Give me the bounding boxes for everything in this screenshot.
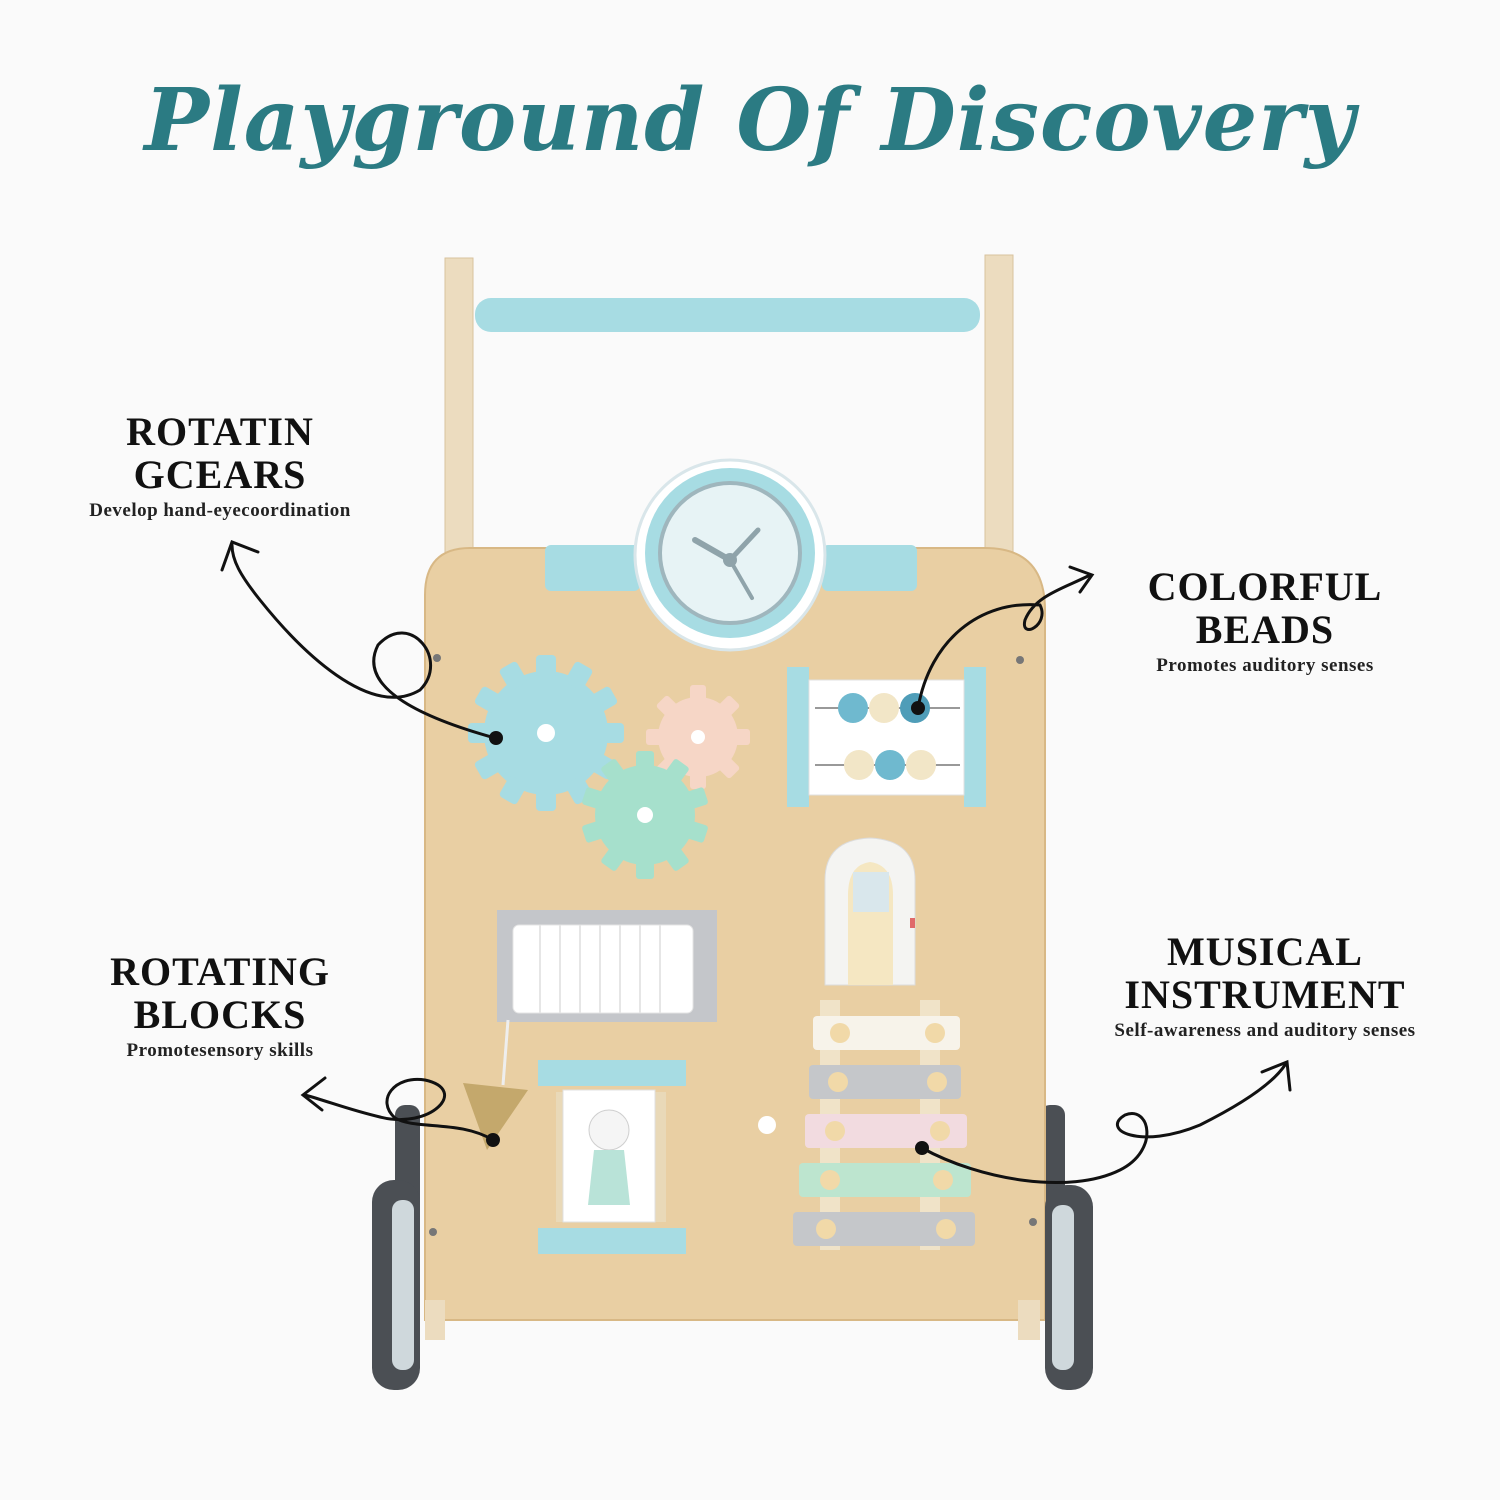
clock-side-right	[822, 545, 917, 591]
handle-bar	[475, 298, 980, 332]
bead-icon	[838, 693, 868, 723]
wheel-icon	[372, 1180, 420, 1390]
music-arrowhead	[1260, 1059, 1292, 1092]
bead-icon	[875, 750, 905, 780]
gear-icon	[646, 685, 750, 789]
music-callout: MUSICAL INSTRUMENT Self-awareness and au…	[1060, 930, 1470, 1042]
blocks-arrowhead	[300, 1076, 327, 1112]
gears-arrow-dot	[489, 731, 503, 745]
gears-subtitle: Develop hand-eyecoordination	[89, 500, 351, 521]
wheel-icon	[1045, 1185, 1093, 1390]
gears-heading-line1: ROTATIN	[126, 409, 314, 454]
bead-icon	[844, 750, 874, 780]
mallet	[463, 1083, 528, 1150]
right-handle-post	[984, 254, 1014, 556]
clock-side-left	[545, 545, 640, 591]
blocks-callout: ROTATING BLOCKS Promotesensory skills	[60, 950, 380, 1062]
flip-blocks	[512, 924, 694, 1014]
page-title: Playground Of Discovery	[144, 70, 1356, 171]
beads-callout: COLORFUL BEADS Promotes auditory senses	[1090, 565, 1440, 677]
music-arrow	[920, 1063, 1287, 1185]
left-handle-post	[444, 257, 474, 559]
blocks-heading-line2: BLOCKS	[133, 992, 307, 1037]
beads-arrowhead	[1068, 565, 1095, 594]
beads-heading-line2: BEADS	[1195, 607, 1335, 652]
beads-heading-line1: COLORFUL	[1147, 564, 1383, 609]
beads-arrow	[916, 573, 1092, 710]
bead-icon	[869, 693, 899, 723]
xylophone	[793, 1000, 975, 1250]
abacus	[787, 667, 986, 807]
music-subtitle: Self-awareness and auditory senses	[1114, 1020, 1416, 1041]
music-heading-line2: INSTRUMENT	[1124, 972, 1406, 1017]
door-icon	[824, 837, 916, 986]
clock-icon	[633, 458, 827, 652]
beads-arrow-dot	[911, 701, 925, 715]
music-arrow-dot	[915, 1141, 929, 1155]
gears-heading-line2: GCEARS	[133, 452, 307, 497]
gears-arrow	[230, 543, 497, 740]
blocks-heading-line1: ROTATING	[110, 949, 330, 994]
blocks-subtitle: Promotesensory skills	[126, 1040, 314, 1061]
blocks-arrow-dot	[486, 1133, 500, 1147]
music-heading-line1: MUSICAL	[1167, 929, 1363, 974]
gears-arrowhead	[220, 540, 260, 572]
beads-subtitle: Promotes auditory senses	[1156, 655, 1374, 676]
bead-icon	[906, 750, 936, 780]
gear-icon	[582, 751, 708, 879]
blocks-arrow	[303, 1077, 495, 1142]
gears-callout: ROTATIN GCEARS Develop hand-eyecoordinat…	[40, 410, 400, 522]
polar-bear-icon	[562, 1089, 656, 1223]
